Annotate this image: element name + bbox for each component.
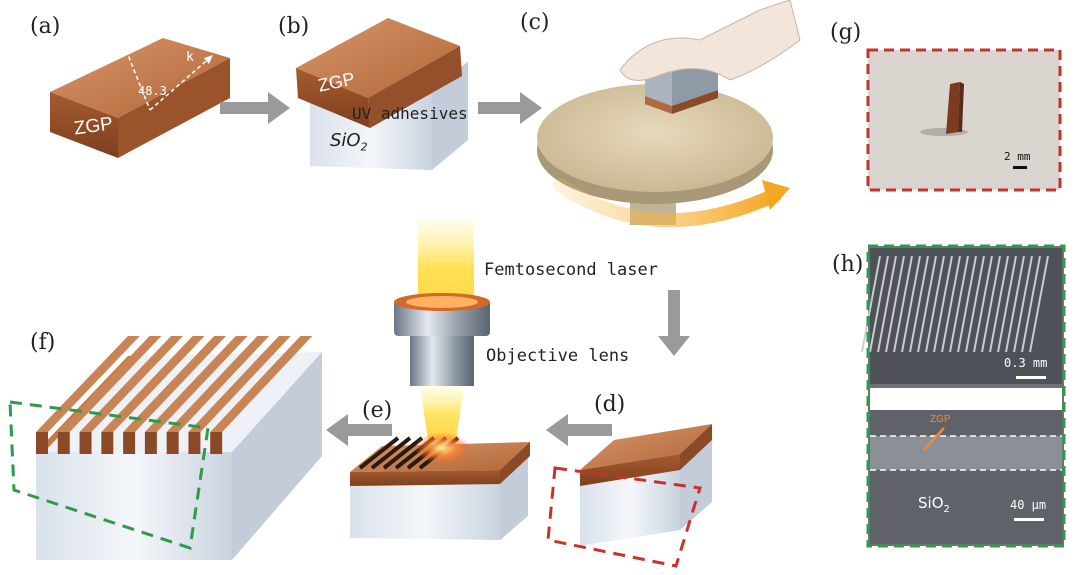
grating-ridge-front bbox=[166, 432, 179, 454]
sem-ridge-line bbox=[869, 255, 889, 353]
sem-ridge-line bbox=[901, 255, 921, 353]
objective-lens bbox=[394, 220, 490, 440]
h-scale-top-label: 0.3 mm bbox=[1004, 356, 1048, 370]
grating-ridge-front bbox=[57, 432, 70, 454]
panel-label-h: (h) bbox=[832, 252, 864, 277]
sem-ridge-line bbox=[861, 255, 881, 353]
panel-label-e: (e) bbox=[362, 398, 393, 423]
grating-ridge-top bbox=[123, 336, 227, 432]
grating-ridge-top bbox=[188, 336, 291, 432]
sem-ridge-line bbox=[981, 255, 1001, 353]
sem-ridge-line bbox=[1029, 255, 1049, 353]
grating-ridge-top bbox=[79, 336, 183, 432]
inset-g bbox=[866, 48, 1062, 192]
process-arrows bbox=[220, 92, 690, 446]
sem-ridge-line bbox=[1021, 255, 1041, 353]
oa-label: OA bbox=[126, 38, 141, 52]
inset-h bbox=[861, 244, 1066, 548]
panel-label-f: (f) bbox=[30, 330, 56, 355]
grating-ridge-front bbox=[188, 432, 201, 454]
sio2-label: SiO2 bbox=[330, 130, 368, 154]
sem-ridge-line bbox=[965, 255, 985, 353]
grating-ridge-top bbox=[57, 336, 162, 432]
femtosecond-laser-label: Femtosecond laser bbox=[484, 260, 658, 280]
sem-ridge-line bbox=[917, 255, 937, 353]
sem-ridge-line bbox=[877, 255, 897, 353]
h-zgp-label: ZGP bbox=[930, 414, 951, 425]
sem-ridge-line bbox=[933, 255, 953, 353]
g-scale-label: 2 mm bbox=[1004, 150, 1031, 163]
grating-ridge-top bbox=[36, 336, 140, 432]
sem-ridge-line bbox=[885, 255, 905, 353]
panel-f-grating bbox=[8, 336, 322, 560]
sem-ridge-line bbox=[957, 255, 977, 353]
panel-label-g: (g) bbox=[830, 20, 862, 45]
sem-ridge-line bbox=[941, 255, 961, 353]
sem-ridge-line bbox=[893, 255, 913, 353]
grating-ridge-front bbox=[79, 432, 92, 454]
grating-ridge-front bbox=[123, 432, 136, 454]
panel-label-b: (b) bbox=[278, 14, 310, 39]
panel-b-stack bbox=[296, 18, 468, 170]
grating-ridge-top bbox=[144, 336, 248, 432]
sem-ridge-line bbox=[925, 255, 945, 353]
h-sio2-label: SiO2 bbox=[918, 494, 950, 515]
grating-ridge-top bbox=[166, 336, 270, 432]
h-scale-bottom-label: 40 μm bbox=[1010, 498, 1047, 512]
panel-label-c: (c) bbox=[520, 10, 550, 35]
grating-ridge-top bbox=[210, 336, 313, 432]
grating-ridge-front bbox=[144, 432, 157, 454]
angle-label: 48.3 bbox=[138, 84, 167, 98]
k-label: k bbox=[186, 50, 194, 65]
grating-ridge-front bbox=[210, 432, 223, 454]
sem-ridge-line bbox=[909, 255, 929, 353]
panel-a-crystal bbox=[50, 38, 230, 158]
uv-adhesives-label: UV adhesives bbox=[352, 104, 468, 123]
panel-d-sample bbox=[546, 424, 712, 568]
panel-label-d: (d) bbox=[594, 392, 626, 417]
sem-ridge-line bbox=[973, 255, 993, 353]
sem-ridge-line bbox=[997, 255, 1017, 353]
grating-ridges bbox=[36, 336, 313, 454]
objective-lens-label: Objective lens bbox=[486, 346, 630, 366]
panel-e-sample bbox=[350, 432, 530, 540]
sem-ridge-line bbox=[949, 255, 969, 353]
grating-ridge-top bbox=[101, 336, 205, 432]
sem-ridge-line bbox=[1005, 255, 1025, 353]
grating-ridge-front bbox=[36, 432, 48, 454]
sem-ridge-line bbox=[1013, 255, 1033, 353]
panel-c-polisher bbox=[537, 0, 801, 228]
panel-label-a: (a) bbox=[30, 14, 61, 39]
sem-ridge-line bbox=[989, 255, 1009, 353]
grating-ridge-front bbox=[101, 432, 114, 454]
